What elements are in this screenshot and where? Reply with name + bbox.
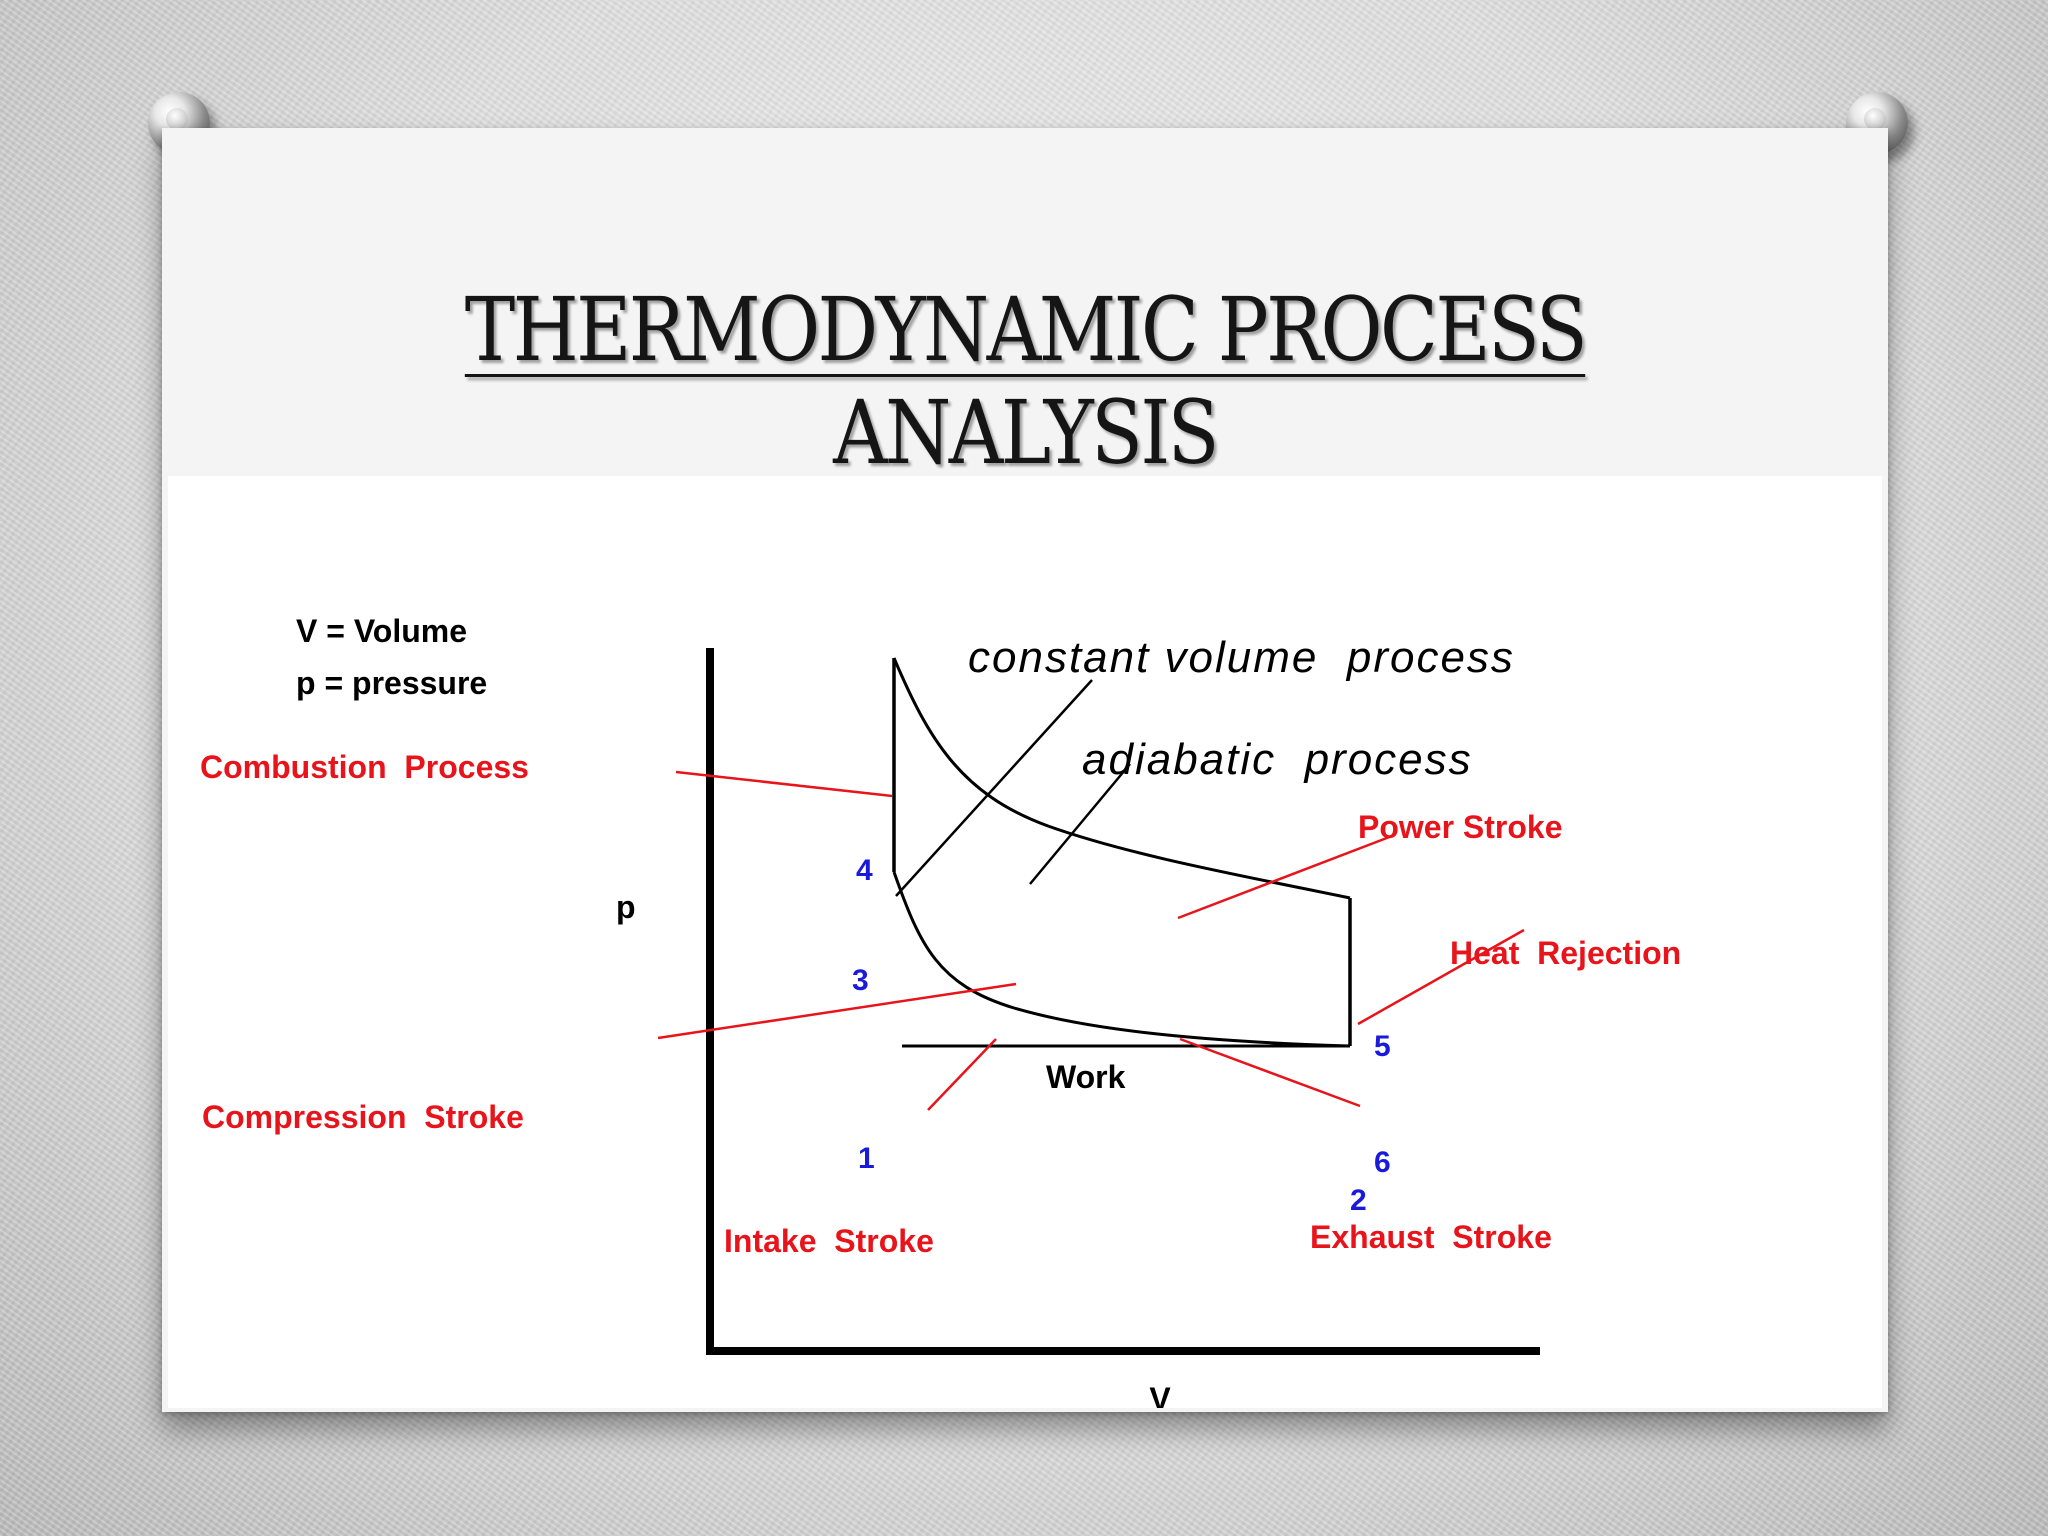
combustion-label: Combustion Process bbox=[200, 749, 529, 785]
heat-rejection-leader bbox=[1357, 928, 1525, 1026]
compression-leader bbox=[657, 982, 1017, 1040]
exhaust-label: Exhaust Stroke bbox=[1310, 1219, 1552, 1255]
combustion-leader bbox=[675, 770, 893, 798]
point-1-label: 1 bbox=[858, 1142, 875, 1175]
compression-curve bbox=[892, 871, 1351, 1048]
power-stroke-leader bbox=[1177, 834, 1393, 920]
point-4-label: 4 bbox=[856, 854, 873, 887]
expansion-curve bbox=[892, 657, 1351, 900]
adiabatic-leader bbox=[1029, 763, 1131, 885]
pv-diagram: V = Volume p = pressure p V constant vol… bbox=[200, 613, 1681, 1408]
work-label: Work bbox=[1046, 1059, 1126, 1095]
legend-volume: V = Volume bbox=[296, 613, 467, 649]
slide-title: THERMODYNAMIC PROCESS ANALYSIS bbox=[464, 278, 1588, 484]
point-5-label: 5 bbox=[1374, 1030, 1391, 1063]
diagram-panel: V = Volume p = pressure p V constant vol… bbox=[168, 476, 1882, 1408]
heat-rejection-label: Heat Rejection bbox=[1450, 935, 1681, 971]
x-axis-label: V bbox=[1149, 1381, 1171, 1408]
adiabatic-label: adiabatic process bbox=[1082, 735, 1473, 784]
legend-pressure: p = pressure bbox=[296, 665, 487, 701]
y-axis-label: p bbox=[616, 889, 636, 925]
point-3-label: 3 bbox=[852, 964, 869, 997]
exhaust-leader bbox=[1179, 1037, 1361, 1108]
point-2-label: 2 bbox=[1350, 1184, 1367, 1217]
intake-leader bbox=[927, 1038, 997, 1111]
constant-volume-label: constant volume process bbox=[968, 633, 1515, 682]
power-stroke-label: Power Stroke bbox=[1358, 809, 1563, 845]
intake-label: Intake Stroke bbox=[724, 1223, 934, 1259]
constant-volume-leader bbox=[895, 679, 1093, 897]
point-6-label: 6 bbox=[1374, 1146, 1391, 1179]
slide-card: THERMODYNAMIC PROCESS ANALYSIS V = Volum… bbox=[162, 128, 1888, 1412]
compression-label: Compression Stroke bbox=[202, 1099, 524, 1135]
